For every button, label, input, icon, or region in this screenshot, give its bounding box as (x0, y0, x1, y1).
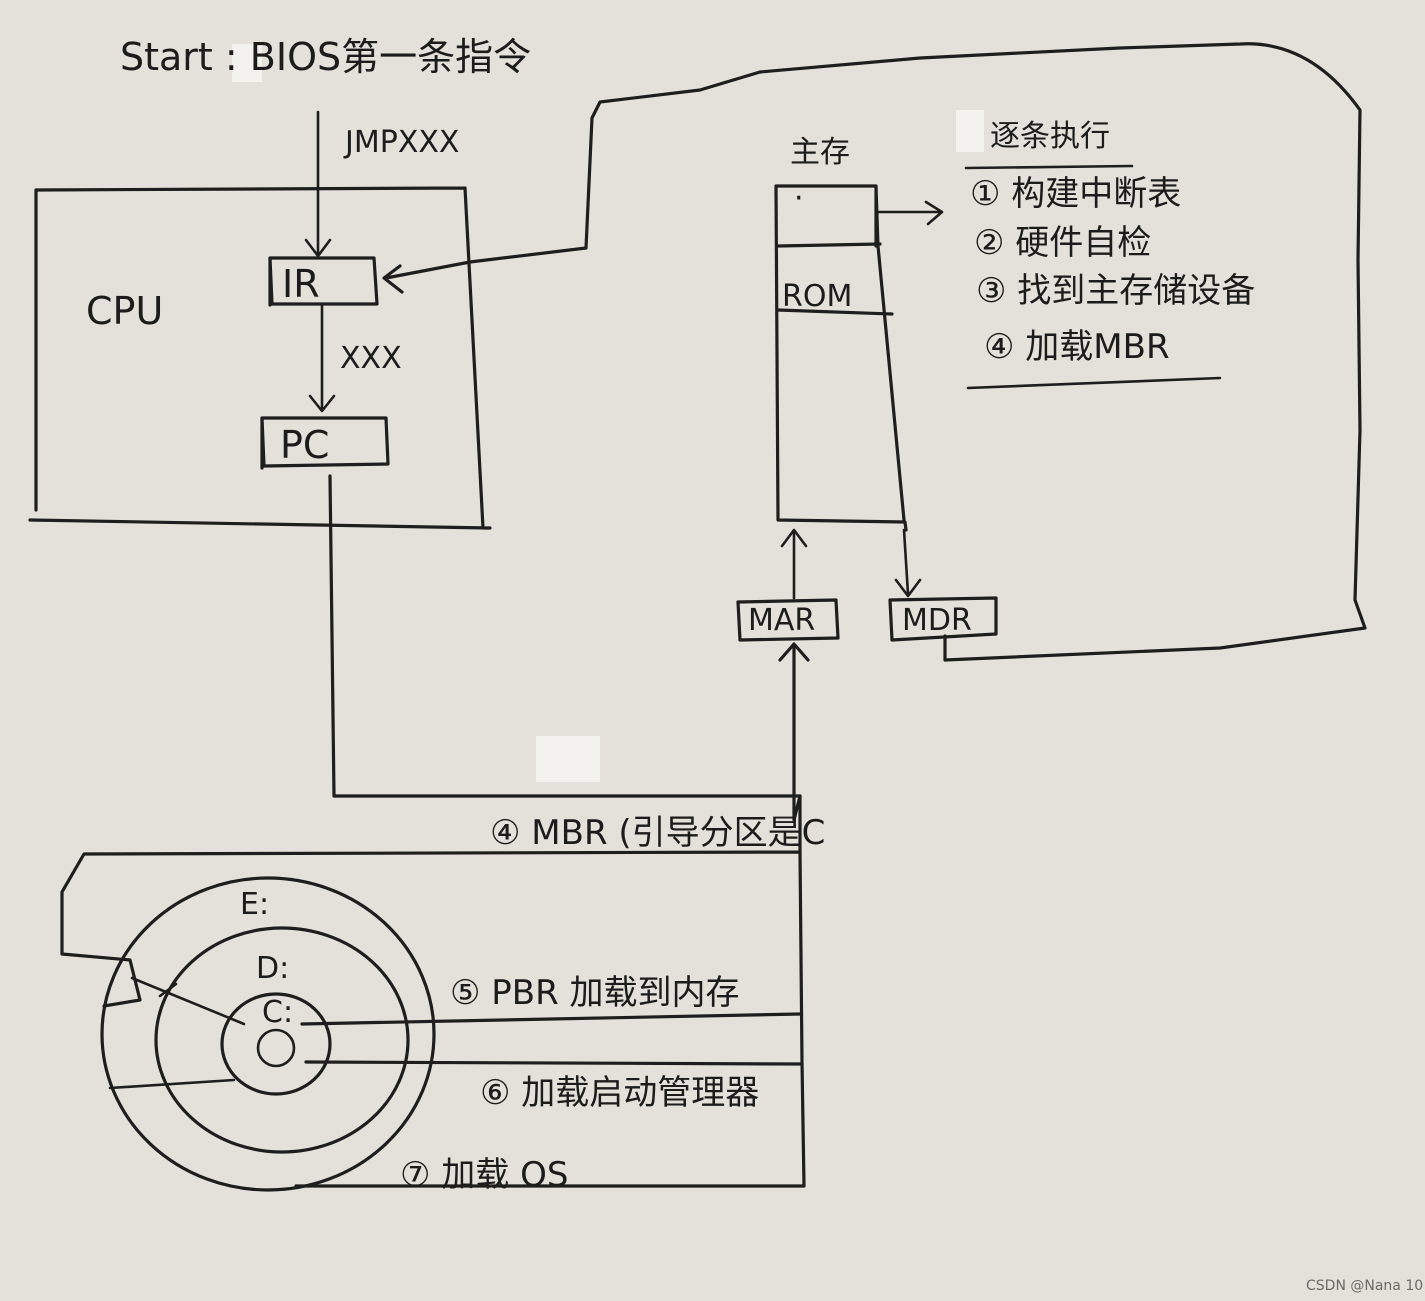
rom-step-item: ③ 找到主存储设备 (976, 271, 1255, 311)
boot-manager-line (306, 1062, 800, 1064)
rom-step-item: ① 构建中断表 (970, 174, 1181, 214)
memory-divider-1 (778, 244, 880, 246)
disk-step-pbr: ⑤ PBR 加载到内存 (450, 973, 740, 1013)
rom-step-item: ② 硬件自检 (974, 223, 1151, 263)
partition-d: D: (256, 951, 289, 986)
rom-label: ROM (782, 279, 852, 314)
cpu-box: CPU (30, 188, 490, 528)
watermark: CSDN @Nana 10 (1306, 1278, 1423, 1294)
disk-platters: C: D: E: (102, 878, 434, 1190)
disk-step-boot-manager: ⑥ 加载启动管理器 (480, 1073, 759, 1113)
ir-label: IR (282, 262, 320, 306)
ir-register: IR (270, 258, 377, 306)
disk-step-os: ⑦ 加载 OS (400, 1155, 568, 1195)
memory-block: 主存 ROM · (776, 135, 906, 530)
step-bottom-rule (968, 378, 1220, 388)
partition-e: E: (240, 887, 269, 922)
jmp-arrow (306, 112, 330, 256)
disk-ring-e (102, 878, 434, 1190)
mdr-register: MDR (890, 598, 996, 640)
mdr-to-ir-loop (384, 44, 1365, 660)
xxx-label: XXX (340, 341, 402, 376)
rom-step-list: 逐条执行 ① 构建中断表 ② 硬件自检 ③ 找到主存储设备 ④ 加载MBR (966, 119, 1255, 388)
memory-to-mdr-arrow (896, 530, 920, 596)
pbr-line (302, 1014, 800, 1024)
bus-to-mar-arrow (780, 644, 808, 820)
memory-label: 主存 (790, 135, 850, 170)
jmp-label: JMPXXX (343, 125, 459, 160)
pc-label: PC (280, 423, 329, 467)
disk-hub (258, 1030, 294, 1066)
title: Start : BIOS第一条指令 (120, 35, 531, 79)
mar-register: MAR (738, 600, 838, 640)
memory-to-steps-arrow (876, 202, 942, 224)
step-top-rule (966, 166, 1132, 168)
tape-middle (536, 736, 600, 782)
memory-dot: · (794, 181, 804, 216)
mar-label: MAR (748, 603, 815, 638)
rom-steps-header: 逐条执行 (990, 119, 1110, 154)
mar-to-memory-arrow (782, 530, 806, 598)
mdr-label: MDR (902, 603, 972, 638)
rom-step-item: ④ 加载MBR (984, 327, 1170, 367)
tape-steps (956, 110, 984, 152)
disk-step-mbr: ④ MBR (引导分区是C (490, 813, 825, 853)
cpu-label: CPU (86, 289, 163, 333)
partition-c: C: (262, 995, 293, 1030)
pc-register: PC (262, 418, 388, 468)
ir-to-pc-arrow (310, 306, 334, 411)
